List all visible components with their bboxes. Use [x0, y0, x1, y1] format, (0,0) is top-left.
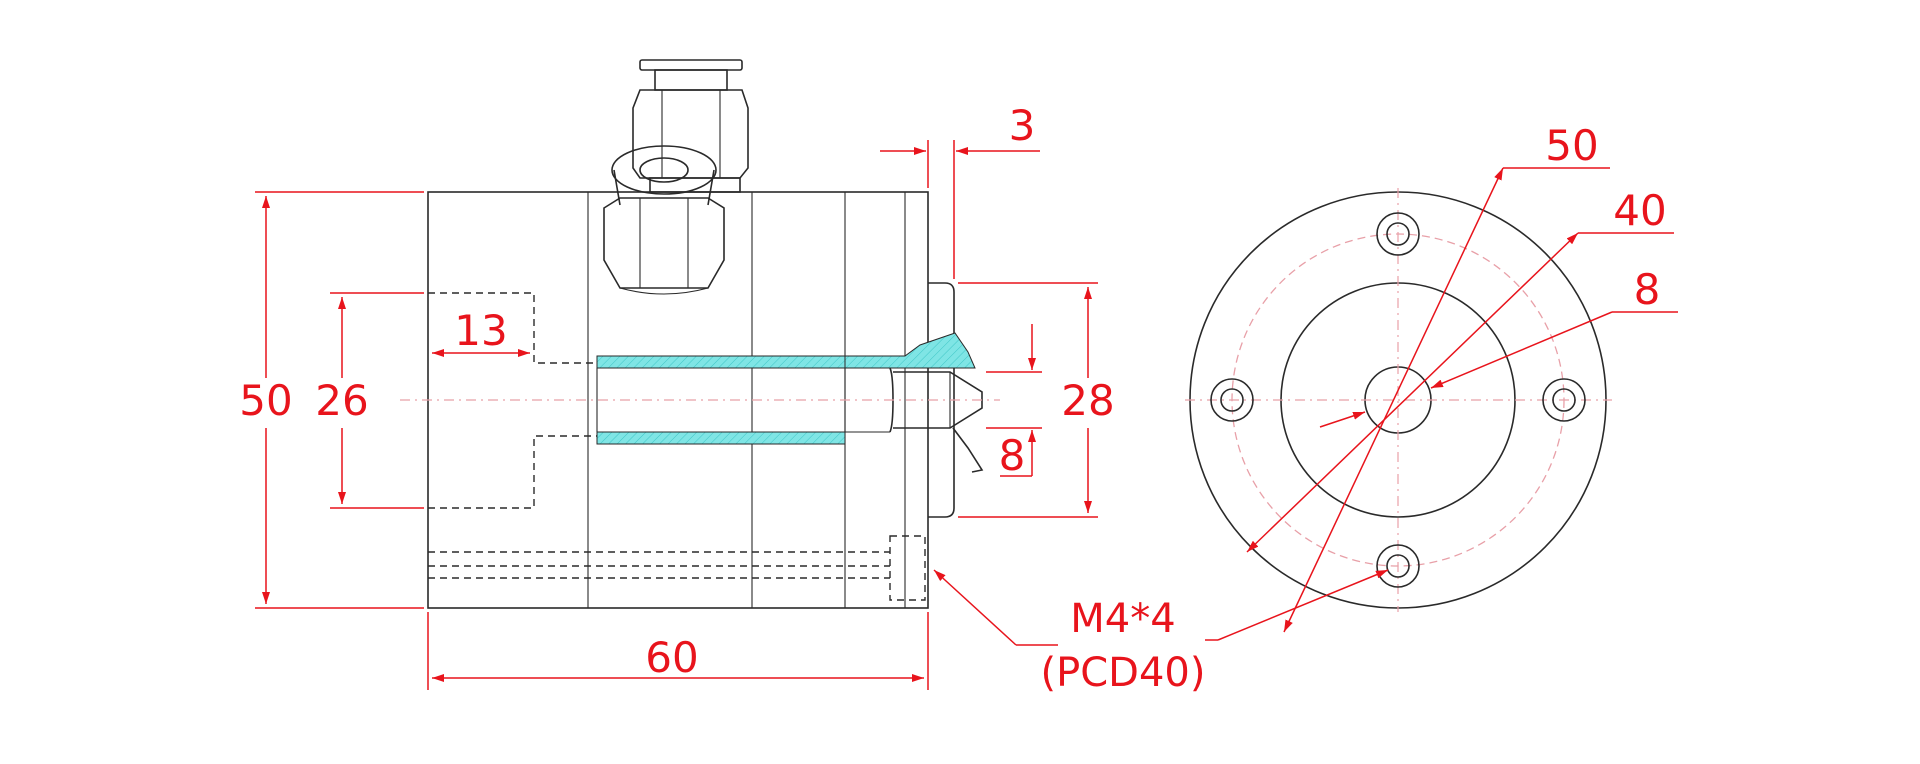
- dim-counterbore-depth: 13: [432, 306, 530, 357]
- dim-outer-height: 50: [236, 191, 424, 609]
- dim-flange-height-label: 28: [1061, 376, 1114, 425]
- dim-end-mid-diameter-label: 40: [1613, 186, 1666, 235]
- end-view: 50 40 8: [1185, 121, 1678, 641]
- dim-inner-bore: 8: [986, 324, 1042, 480]
- dim-total-length-label: 60: [645, 633, 698, 682]
- dim-end-outer-diameter-label: 50: [1545, 121, 1598, 170]
- dim-end-mid-diameter: 40: [1246, 186, 1674, 553]
- dim-counterbore-depth-label: 13: [454, 306, 507, 355]
- air-fitting-icon: [603, 59, 749, 295]
- dim-end-center-diameter: 8: [1319, 265, 1678, 428]
- dim-flange-step: 3: [880, 101, 1040, 279]
- dim-flange-height: 28: [958, 282, 1118, 518]
- side-view: 50 26 13 60 3: [236, 59, 1118, 690]
- inner-bore: [596, 332, 984, 473]
- dim-bore-height-label: 26: [315, 376, 368, 425]
- leader-channel: [933, 569, 1017, 646]
- counterbore-hidden: [428, 292, 600, 509]
- dim-inner-bore-label: 8: [999, 431, 1026, 480]
- hole-spec-label: M4*4: [1070, 596, 1175, 642]
- dim-total-length: 60: [427, 612, 929, 690]
- dim-flange-step-label: 3: [1009, 101, 1036, 150]
- dim-end-center-diameter-label: 8: [1634, 265, 1661, 314]
- pcd-label: (PCD40): [1041, 650, 1206, 696]
- dim-outer-height-label: 50: [239, 376, 292, 425]
- hole-callout: M4*4 (PCD40): [1041, 596, 1206, 696]
- leader-hole: [1217, 569, 1389, 641]
- dim-bore-height: 26: [312, 292, 424, 509]
- bottom-channel-hidden: [428, 535, 926, 601]
